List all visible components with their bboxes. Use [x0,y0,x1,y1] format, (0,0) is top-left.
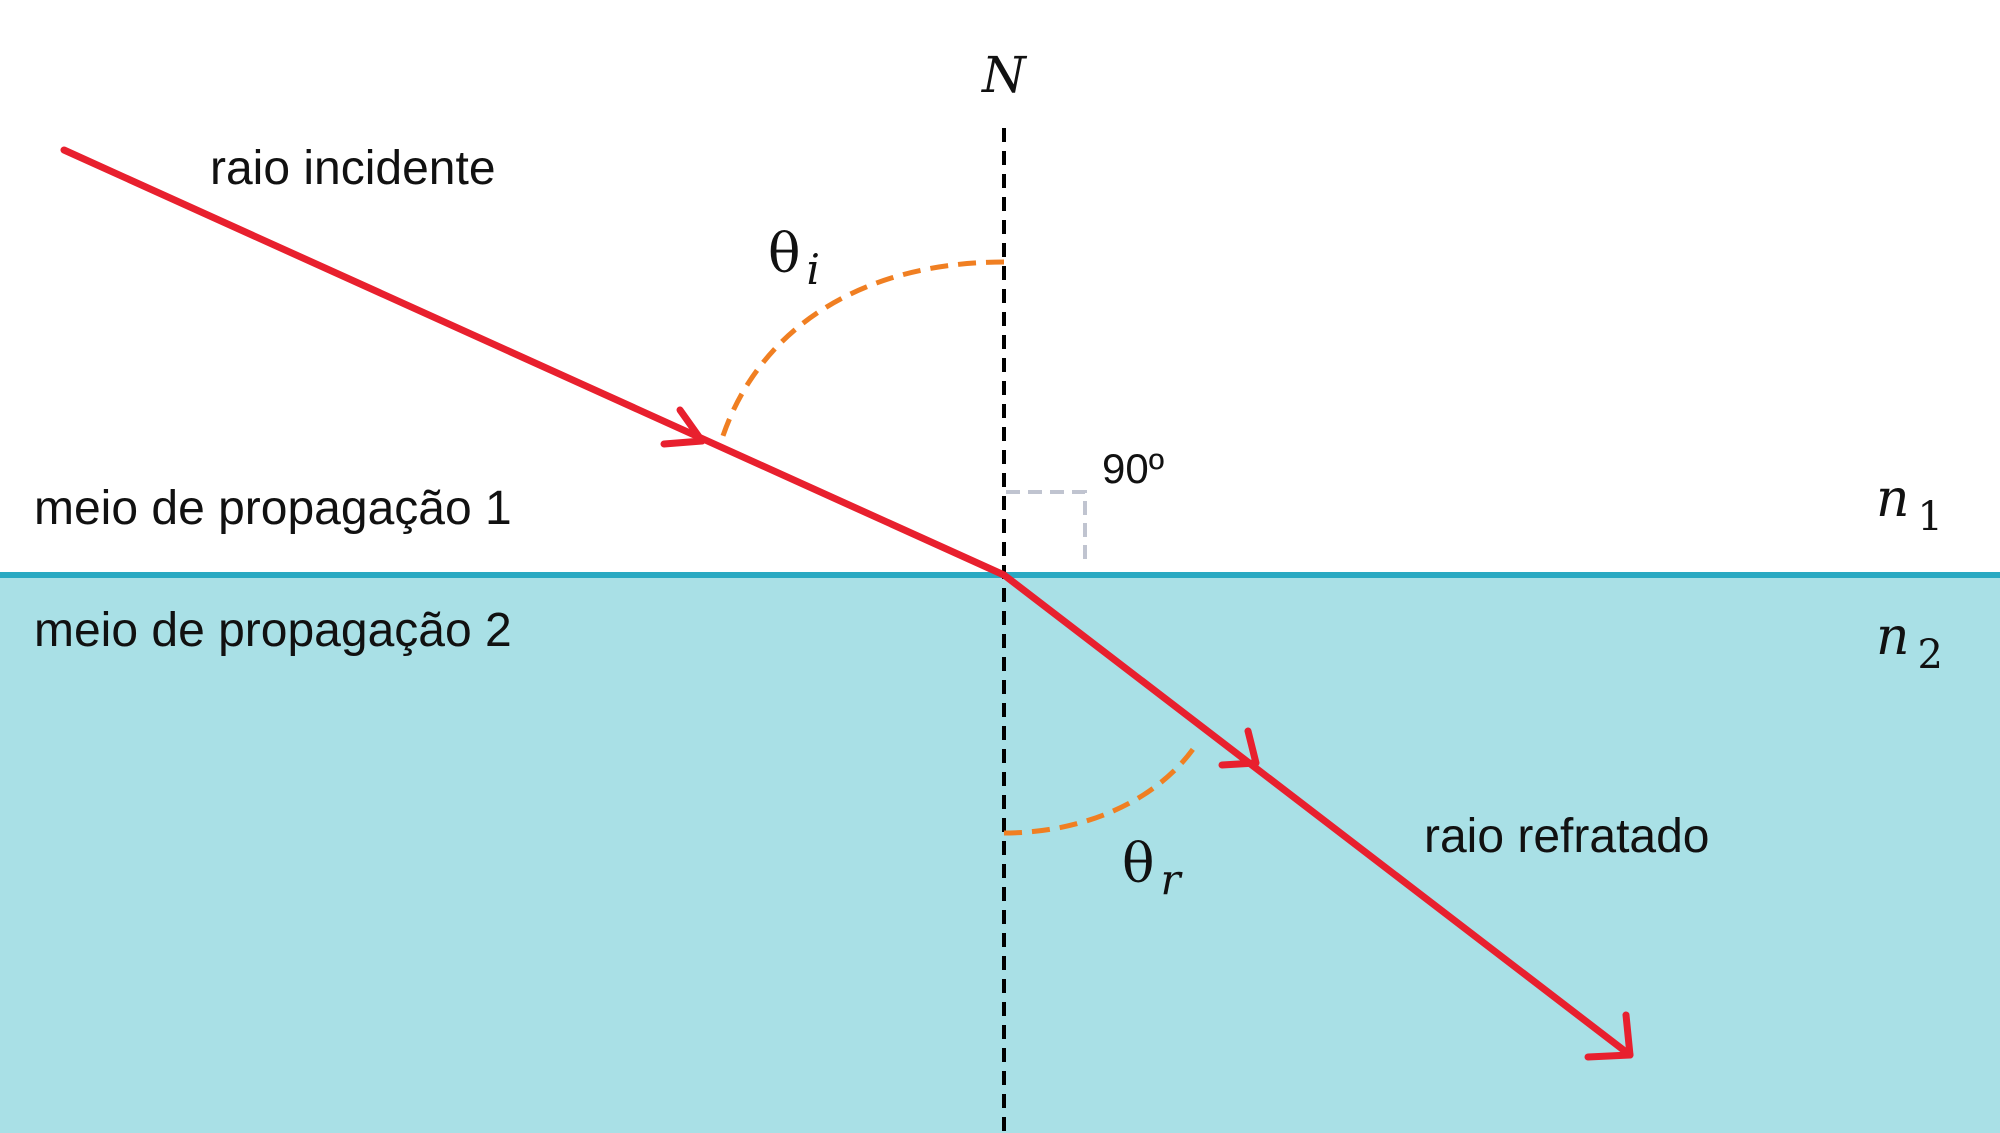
refraction-angle-arc [1003,740,1201,836]
refracted-arrowhead-end [1584,1011,1634,1061]
normal-label: N [981,46,1028,104]
medium-2-region [0,575,2000,1133]
incident-ray-label: raio incidente [210,142,496,195]
right-angle-marker [1006,490,1087,565]
medium-1-region [0,0,2000,575]
refracted-ray-label: raio refratado [1424,810,1710,863]
incidence-angle-arc [717,259,1005,446]
right-angle-label: 90º [1102,445,1164,492]
incident-arrowhead [660,406,706,448]
medium-2-label: meio de propagação 2 [34,604,512,657]
refracted-arrowhead-mid [1218,727,1260,769]
theta-i-subscript: i [807,245,820,294]
medium-1-label: meio de propagação 1 [34,482,512,535]
incident-ray [60,146,1008,579]
refracted-ray [1000,571,1634,1059]
theta-symbol: θ [768,222,801,285]
